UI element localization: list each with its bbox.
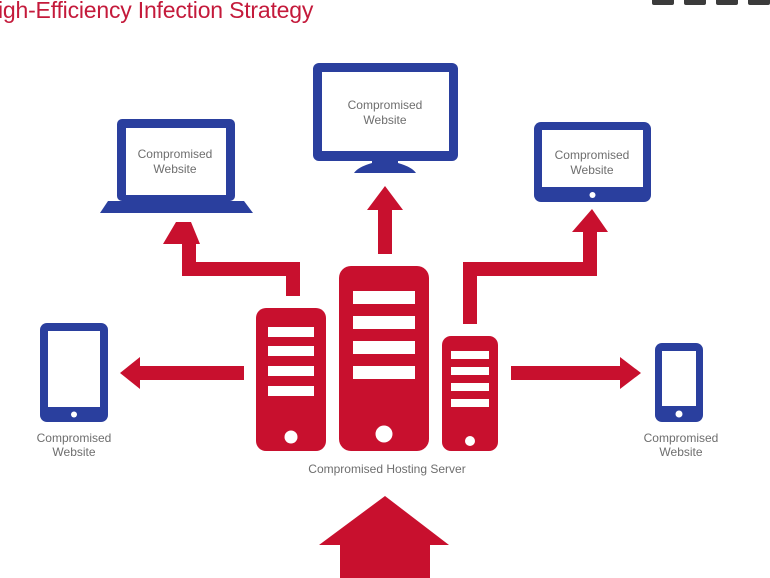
- laptop-base: [100, 201, 253, 213]
- facebook-icon[interactable]: [652, 0, 674, 5]
- phone-screen: [662, 351, 696, 406]
- tablet-portrait-home-button: [71, 411, 77, 418]
- server-label: Compromised Hosting Server: [308, 462, 465, 476]
- server-left-body: [256, 308, 326, 451]
- laptop-label-line2: Website: [153, 162, 196, 176]
- tablet-landscape-home-button: [589, 192, 596, 198]
- tablet-left-label-line1: Compromised: [37, 431, 112, 445]
- tablet-landscape-screen: [542, 130, 643, 187]
- page-title: igh-Efficiency Infection Strategy: [0, 0, 314, 23]
- arrow-right-to-phone: [511, 357, 641, 389]
- server-center-slot: [353, 316, 415, 329]
- laptop-label-line1: Compromised: [138, 147, 213, 161]
- server-right-slot: [451, 383, 489, 391]
- server-right-slot: [451, 399, 489, 407]
- tablet-portrait-screen: [48, 331, 100, 407]
- server-center-power-led: [375, 425, 393, 443]
- twitter-icon[interactable]: [684, 0, 706, 5]
- server-left-slot: [268, 386, 314, 396]
- tablet-landscape-device: Compromised Website: [534, 122, 651, 202]
- server-center-slot: [353, 366, 415, 379]
- social-share-bar: [652, 0, 770, 5]
- laptop-device: Compromised Website: [100, 119, 253, 213]
- arrow-left-to-tablet: [120, 357, 244, 389]
- server-center-body: [339, 266, 429, 451]
- monitor-device: Compromised Website: [313, 63, 458, 173]
- phone-device: Compromised Website: [644, 343, 719, 459]
- tablet-left-label-line2: Website: [52, 445, 95, 459]
- server-right-slot: [451, 367, 489, 375]
- server-right: [442, 336, 498, 451]
- arrow-up-to-monitor: [367, 186, 403, 254]
- phone-label-line1: Compromised: [644, 431, 719, 445]
- monitor-label-line1: Compromised: [348, 98, 423, 112]
- monitor-screen: [322, 72, 449, 151]
- server-left-slot: [268, 346, 314, 356]
- server-left: [256, 308, 326, 451]
- server-left-slot: [268, 327, 314, 337]
- phone-home-button: [675, 410, 683, 418]
- monitor-stand: [354, 161, 416, 173]
- arrow-up-big-bottom: [319, 496, 449, 578]
- tablet-right-label-line2: Website: [570, 163, 613, 177]
- tablet-right-label-line1: Compromised: [555, 148, 630, 162]
- server-center-slot: [353, 341, 415, 354]
- laptop-screen: [126, 128, 226, 195]
- server-center-slot: [353, 291, 415, 304]
- server-left-power-led: [284, 430, 298, 444]
- monitor-label-line2: Website: [363, 113, 406, 127]
- phone-label-line2: Website: [659, 445, 702, 459]
- arrow-elbow-to-laptop: [163, 222, 300, 296]
- linkedin-icon[interactable]: [716, 0, 738, 5]
- server-center: [339, 266, 429, 451]
- server-right-slot: [451, 351, 489, 359]
- server-left-slot: [268, 366, 314, 376]
- server-right-body: [442, 336, 498, 451]
- arrow-elbow-to-tablet: [463, 209, 608, 324]
- email-icon[interactable]: [748, 0, 770, 5]
- server-right-power-led: [465, 436, 475, 446]
- tablet-portrait-device: Compromised Website: [37, 323, 112, 459]
